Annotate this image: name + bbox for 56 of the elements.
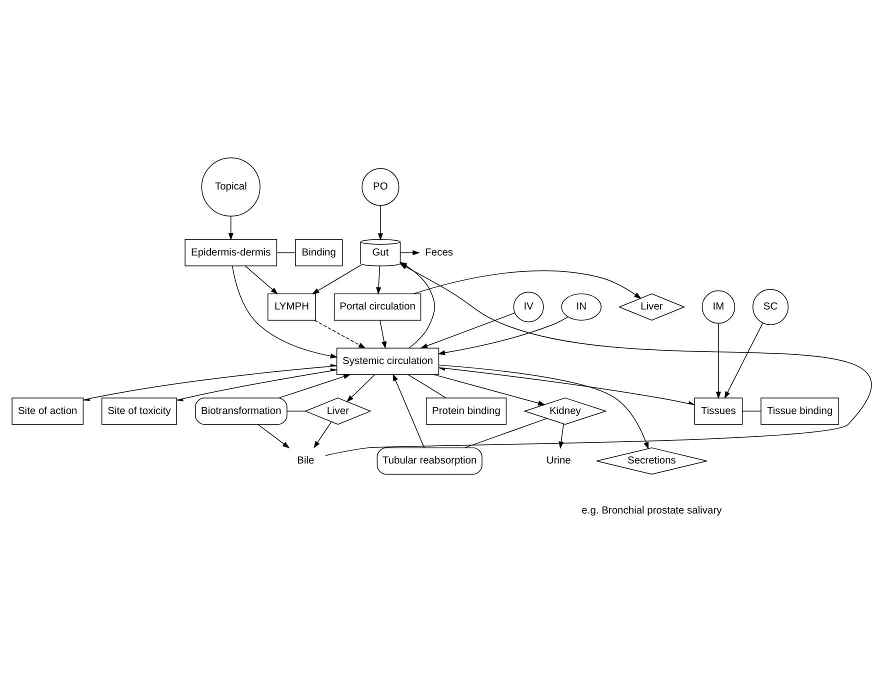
arrow — [433, 374, 546, 406]
arrow — [346, 374, 376, 402]
arrow — [325, 263, 872, 456]
node-box: Biotransformation — [194, 397, 288, 424]
arrow — [392, 373, 425, 448]
node-text: Urine — [546, 455, 571, 466]
arrow — [378, 204, 384, 240]
arrow — [438, 364, 649, 450]
node-circle: Topical — [201, 156, 260, 216]
node-diamond: Liver — [304, 397, 372, 424]
arrow — [314, 421, 332, 448]
arrow — [228, 215, 234, 240]
node-box: Binding — [295, 238, 343, 266]
node-diamond: Kidney — [524, 397, 607, 424]
arrow — [438, 316, 568, 355]
connector — [742, 410, 762, 412]
node-circle: PO — [362, 168, 400, 206]
node-box: Tubular reabsorption — [376, 446, 482, 474]
connector — [286, 410, 306, 412]
node-diamond: Secretions — [596, 446, 708, 474]
arrow — [420, 312, 516, 348]
node-box: Tissues — [694, 397, 743, 424]
arrow — [176, 368, 338, 401]
connector — [276, 252, 296, 253]
arrow — [312, 264, 362, 294]
node-circle: IM — [702, 290, 736, 324]
node-box: Site of toxicity — [102, 397, 178, 424]
arrow — [380, 319, 387, 348]
arrow — [413, 270, 642, 298]
node-ellipse: IN — [561, 292, 602, 320]
node-circle: IV — [513, 291, 544, 322]
arrow — [400, 250, 420, 255]
arrow — [314, 319, 366, 348]
arrow — [83, 363, 338, 401]
node-text: Feces — [425, 246, 454, 258]
node-text: Bile — [297, 455, 314, 466]
node-circle: SC — [752, 288, 789, 325]
connector — [408, 374, 446, 398]
arrow — [376, 265, 382, 294]
arrow — [716, 322, 722, 399]
node-box: Tissue binding — [760, 397, 840, 424]
node-box: Portal circulation — [334, 292, 422, 320]
arrow — [244, 265, 278, 294]
connector — [464, 418, 548, 448]
node-box: Epidermis-dermis — [184, 238, 278, 266]
node-box: Site of action — [12, 397, 84, 424]
arrow — [558, 422, 564, 448]
arrow — [278, 374, 351, 398]
arrow — [258, 424, 290, 448]
arrow — [232, 265, 338, 358]
node-box: Systemic circulation — [336, 347, 440, 374]
arrow — [724, 322, 764, 398]
node-box: LYMPH — [268, 292, 316, 320]
arrow — [438, 366, 695, 405]
node-box: Protein binding — [426, 397, 507, 424]
node-label: e.g. Bronchial prostate salivary — [582, 505, 722, 516]
